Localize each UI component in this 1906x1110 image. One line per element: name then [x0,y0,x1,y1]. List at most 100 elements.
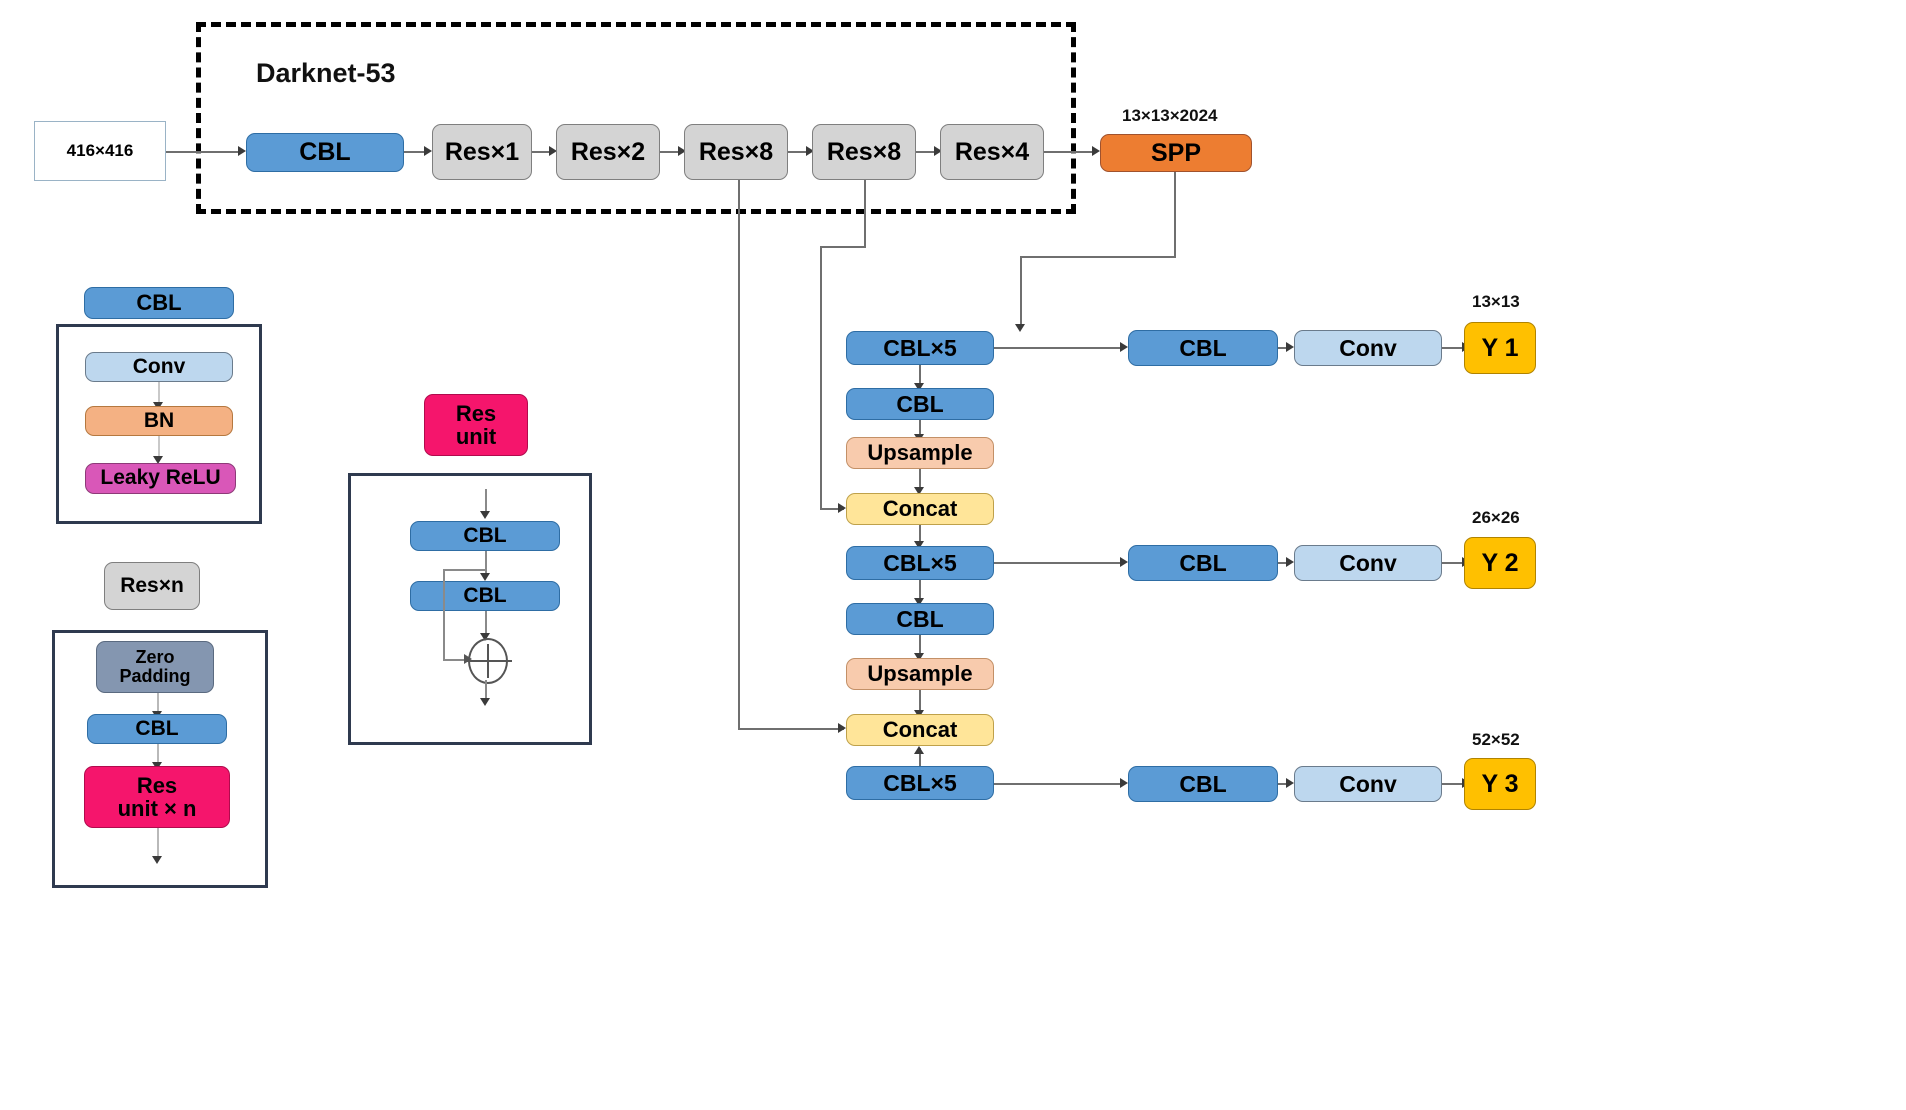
neck-block-label: Upsample [867,661,973,687]
arrow-cbl5-2-to-head2 [1120,557,1128,567]
arrow-upsample-1-to-concat-1 [914,487,924,495]
head3-output[interactable]: Y 3 [1464,758,1536,810]
head3-dim-label: 52×52 [1472,730,1520,749]
backbone-stage-label: Res×4 [954,137,1030,166]
arrow-spp-to-cbl5 [1015,324,1025,332]
neck-upsample-2[interactable]: Upsample [846,658,994,690]
arrow-cbl5-1-to-cbl [914,383,924,391]
arrow-input-to-cbl [238,146,246,156]
arrow-cbl5-3-to-head3 [1120,778,1128,788]
connector-res8b-into-concat1 [820,508,844,510]
neck-concat-1[interactable]: Concat [846,493,994,525]
neck-block-label: CBL×5 [883,334,957,361]
residual-add-icon [464,638,512,684]
arrow-resunit-out [480,698,490,706]
legend-item-label: BN [143,408,175,432]
darknet53-group-box [196,22,1076,214]
backbone-stage-label: Res×2 [570,137,646,166]
head1-cbl[interactable]: CBL [1128,330,1278,366]
backbone-stage-res8-a[interactable]: Res×8 [684,124,788,180]
connector-legend-resunit-out [157,828,159,860]
arrow-res8a-to-concat2 [838,723,846,733]
connector-resunit-in [485,489,487,513]
neck-cbl5-1[interactable]: CBL×5 [846,331,994,365]
head3-conv[interactable]: Conv [1294,766,1442,802]
head2-output[interactable]: Y 2 [1464,537,1536,589]
arrow-head2-cbl-to-conv [1286,557,1294,567]
backbone-stage-label: Res×1 [444,137,520,166]
neck-cbl-1[interactable]: CBL [846,388,994,420]
backbone-stage-cbl[interactable]: CBL [246,133,404,172]
neck-cbl5-2[interactable]: CBL×5 [846,546,994,580]
legend-resn-res-unit: Res unit × n [84,766,230,828]
connector-head1-cbl-to-conv [1278,347,1290,349]
head-cbl-label: CBL [1179,334,1227,361]
connector-legend-cbl-resunit [157,744,159,764]
neck-upsample-1[interactable]: Upsample [846,437,994,469]
connector-cbl5-1-to-cbl [919,365,921,385]
connector-spp-down [1174,172,1176,256]
backbone-stage-label: Res×8 [698,137,774,166]
arrow-stage1-stage2 [549,146,557,156]
connector-upsample-1-to-concat-1 [919,469,921,489]
connector-resunit-skip-into-plus [443,659,467,661]
connector-head2-cbl-to-conv [1278,562,1290,564]
head-output-label: Y 1 [1481,333,1519,362]
darknet53-group-title: Darknet-53 [256,58,396,88]
spp-dim-label: 13×13×2024 [1122,106,1218,125]
connector-stage3-stage4 [788,151,808,153]
legend-item-label: Leaky ReLU [100,466,221,490]
connector-cbl5-3-to-head3 [994,783,1122,785]
connector-resunit-cbl1-cbl2 [485,551,487,575]
connector-stage2-stage3 [660,151,680,153]
neck-block-label: CBL [896,390,944,417]
legend-cbl-conv: Conv [85,352,233,382]
arrow-stage0-stage1 [424,146,432,156]
head-output-label: Y 3 [1481,769,1519,798]
connector-legend-conv-bn [158,382,160,404]
legend-resn-zero-padding: Zero Padding [96,641,214,693]
arrow-resunit-in [480,511,490,519]
connector-legend-zp-cbl [157,693,159,713]
connector-spp-left [1020,256,1176,258]
head1-conv[interactable]: Conv [1294,330,1442,366]
legend-item-label: Conv [132,354,186,378]
head-conv-label: Conv [1339,549,1397,576]
arrow-head1-cbl-to-conv [1286,342,1294,352]
arrow-cbl5-2-to-cbl [914,598,924,606]
connector-legend-bn-lrelu [158,436,160,460]
backbone-stage-res1[interactable]: Res×1 [432,124,532,180]
head-conv-label: Conv [1339,770,1397,797]
legend-cbl-header: CBL [84,287,234,319]
backbone-stage-res8-b[interactable]: Res×8 [812,124,916,180]
backbone-stage-res4[interactable]: Res×4 [940,124,1044,180]
connector-cbl-2-to-upsample-2 [919,635,921,655]
head3-cbl[interactable]: CBL [1128,766,1278,802]
legend-item-label: Res unit × n [117,772,197,821]
legend-item-label: CBL [135,716,179,740]
legend-resn-header-label: Res×n [120,573,184,597]
legend-cbl-leaky-relu: Leaky ReLU [85,463,236,494]
head2-conv[interactable]: Conv [1294,545,1442,581]
neck-cbl-2[interactable]: CBL [846,603,994,635]
backbone-stage-res2[interactable]: Res×2 [556,124,660,180]
connector-concat-1-to-cbl5-2 [919,525,921,543]
connector-resunit-skip-top [443,569,487,571]
head-conv-label: Conv [1339,334,1397,361]
head1-output[interactable]: Y 1 [1464,322,1536,374]
connector-head3-cbl-to-conv [1278,783,1290,785]
head2-cbl[interactable]: CBL [1128,545,1278,581]
connector-stage0-stage1 [404,151,426,153]
spp-block[interactable]: SPP [1100,134,1252,172]
neck-block-label: CBL×5 [883,769,957,796]
connector-upsample-2-to-concat-2 [919,690,921,712]
neck-block-label: CBL [896,605,944,632]
legend-item-label: Zero Padding [119,647,191,686]
legend-item-label: CBL [463,523,507,547]
arrow-cbl5-1-to-head1 [1120,342,1128,352]
neck-concat-2[interactable]: Concat [846,714,994,746]
connector-spp-to-cbl5 [1020,256,1022,326]
connector-res8b-down [864,180,866,246]
neck-cbl5-3[interactable]: CBL×5 [846,766,994,800]
connector-cbl5-2-to-cbl [919,580,921,600]
